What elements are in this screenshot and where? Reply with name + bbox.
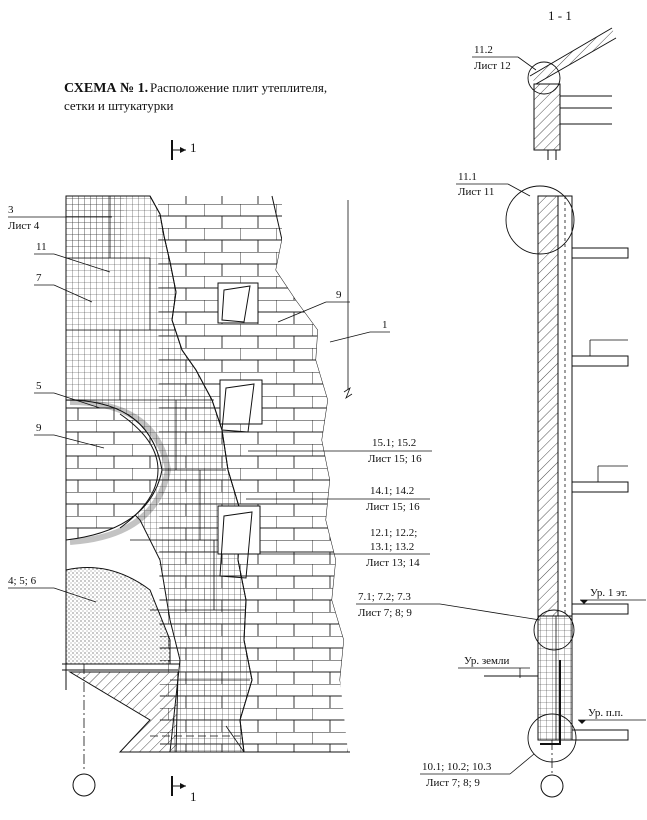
- callouts-left: 3 Лист 4 11 7 5 9 4; 5; 6: [8, 204, 112, 603]
- roof-fragment: [527, 27, 617, 160]
- section-title: 1 - 1: [548, 8, 572, 23]
- svg-text:Лист 12: Лист 12: [474, 60, 511, 72]
- callouts-right: 9 1 15.1; 15.2 Лист 15; 16 14.1; 14.2 Ли…: [246, 289, 432, 569]
- svg-text:1: 1: [382, 319, 388, 331]
- svg-text:13.1; 13.2: 13.1; 13.2: [370, 541, 414, 553]
- callout-3: 3 Лист 4: [8, 204, 112, 232]
- svg-text:Ур. земли: Ур. земли: [464, 655, 509, 667]
- callout-4-5-6: 4; 5; 6: [8, 575, 97, 603]
- floor-slab-2: [571, 355, 629, 367]
- section-mark-bottom: 1: [171, 776, 197, 804]
- svg-text:Лист 11: Лист 11: [458, 186, 494, 198]
- title-bold: СХЕМА № 1.: [64, 81, 148, 96]
- svg-text:Лист 15; 16: Лист 15; 16: [366, 501, 420, 513]
- section-wall: [505, 185, 629, 798]
- level-basement: Ур. п.п.: [578, 707, 646, 724]
- brick-exposure-arc: [65, 399, 163, 541]
- svg-text:Лист 13; 14: Лист 13; 14: [366, 557, 420, 569]
- axis-marker-right: [540, 774, 564, 798]
- svg-text:Лист 7; 8; 9: Лист 7; 8; 9: [358, 607, 412, 619]
- level-floor-1: Ур. 1 эт.: [580, 587, 646, 604]
- callout-7-1: 7.1; 7.2; 7.3 Лист 7; 8; 9: [356, 591, 541, 621]
- level-ground: Ур. земли: [458, 655, 538, 678]
- section-1-1: 1 - 1: [356, 8, 646, 798]
- svg-text:3: 3: [8, 204, 14, 216]
- diagram-title: СХЕМА № 1. Расположение плит утеплителя,…: [64, 80, 327, 113]
- node-circle-7: [533, 609, 575, 651]
- svg-text:7.1; 7.2; 7.3: 7.1; 7.2; 7.3: [358, 591, 411, 603]
- svg-text:11.2: 11.2: [474, 44, 493, 56]
- svg-text:9: 9: [36, 422, 42, 434]
- svg-text:Лист 15; 16: Лист 15; 16: [368, 453, 422, 465]
- svg-text:Ур. п.п.: Ур. п.п.: [588, 707, 623, 719]
- svg-text:14.1; 14.2: 14.1; 14.2: [370, 485, 414, 497]
- svg-text:12.1; 12.2;: 12.1; 12.2;: [370, 527, 417, 539]
- callout-15: 15.1; 15.2 Лист 15; 16: [248, 437, 432, 465]
- section-mark-bottom-label: 1: [190, 789, 197, 804]
- wall-body: [537, 195, 559, 617]
- callout-14: 14.1; 14.2 Лист 15; 16: [246, 485, 430, 513]
- floor-slab-3: [571, 481, 629, 493]
- window-2: [219, 379, 263, 433]
- window-1: [217, 282, 259, 324]
- callout-10-1: 10.1; 10.2; 10.3 Лист 7; 8; 9: [420, 753, 535, 789]
- callout-5: 5: [34, 380, 101, 409]
- svg-text:4; 5; 6: 4; 5; 6: [8, 575, 37, 587]
- section-mark-top-label: 1: [190, 140, 197, 155]
- callout-11: 11: [34, 241, 111, 273]
- section-mark-top: 1: [171, 140, 197, 160]
- title-line-2: сетки и штукатурки: [64, 98, 174, 113]
- svg-text:11.1: 11.1: [458, 171, 477, 183]
- callout-11-2: 11.2 Лист 12: [472, 44, 537, 72]
- svg-text:5: 5: [36, 380, 42, 392]
- svg-text:11: 11: [36, 241, 47, 253]
- window-3: [217, 505, 261, 579]
- svg-text:Лист 4: Лист 4: [8, 220, 40, 232]
- title-line-1: Расположение плит утеплителя,: [150, 80, 327, 95]
- floor-slab-1: [571, 247, 629, 259]
- callout-1: 1: [329, 319, 390, 343]
- node-circle-11-1: [505, 185, 575, 255]
- callout-12-13: 12.1; 12.2; 13.1; 13.2 Лист 13; 14: [258, 527, 430, 569]
- svg-text:Лист 7; 8; 9: Лист 7; 8; 9: [426, 777, 480, 789]
- plinth-hatching: [68, 671, 179, 753]
- svg-text:Ур. 1 эт.: Ур. 1 эт.: [590, 587, 628, 599]
- plaster-zone: [65, 567, 171, 665]
- node-circle-11-2: [527, 61, 561, 95]
- basement-wall: [537, 615, 573, 741]
- callout-9-left: 9: [34, 422, 105, 449]
- callout-9-right: 9: [277, 289, 350, 323]
- callout-11-1: 11.1 Лист 11: [456, 171, 531, 198]
- svg-text:9: 9: [336, 289, 342, 301]
- svg-text:15.1; 15.2: 15.1; 15.2: [372, 437, 416, 449]
- axis-marker-left: [72, 773, 96, 797]
- facade-fragment: [62, 195, 353, 797]
- floor-slab-4: [571, 603, 629, 615]
- callout-7: 7: [34, 272, 93, 303]
- svg-text:7: 7: [36, 272, 42, 284]
- svg-text:10.1; 10.2; 10.3: 10.1; 10.2; 10.3: [422, 761, 492, 773]
